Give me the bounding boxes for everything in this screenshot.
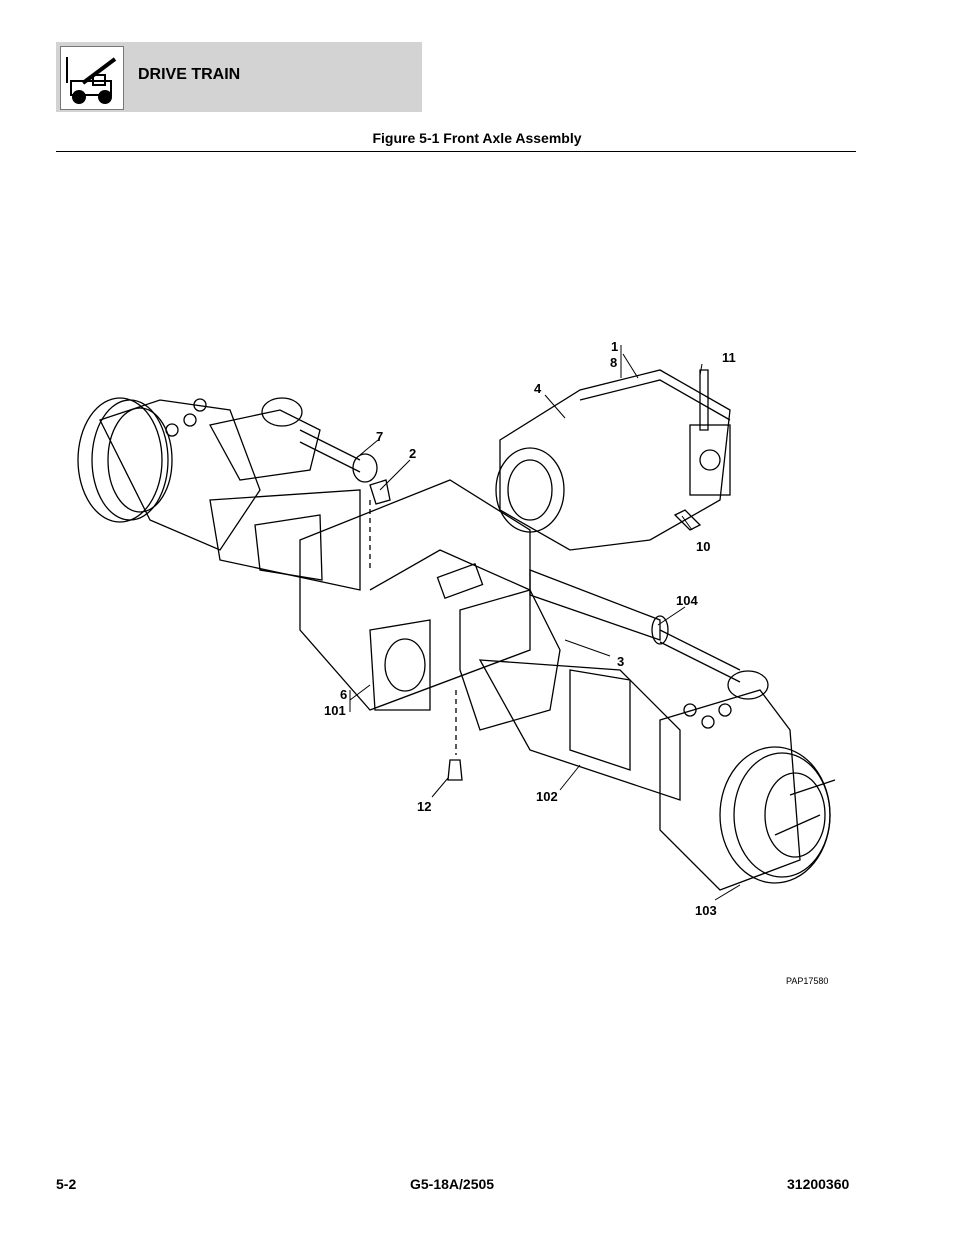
leader-lines — [349, 345, 741, 901]
callout-10: 10 — [696, 539, 711, 554]
callout-8: 8 — [610, 355, 618, 370]
drive-shaft — [529, 569, 769, 700]
telehandler-icon — [60, 46, 124, 110]
callout-102: 102 — [536, 789, 558, 804]
callout-3: 3 — [617, 654, 625, 669]
page-number: 5-2 — [56, 1176, 77, 1192]
model-number: G5-18A/2505 — [410, 1176, 495, 1192]
right-wheel-hub — [659, 689, 836, 891]
header-rule — [56, 151, 856, 152]
figure-title: Figure 5-1 Front Axle Assembly — [372, 130, 582, 146]
callout-11: 11 — [722, 350, 736, 365]
drain-plug — [447, 759, 463, 781]
drive-motor — [495, 369, 731, 551]
front-axle-diagram — [77, 345, 836, 901]
document-number: 31200360 — [787, 1176, 850, 1192]
left-tie-rod — [209, 397, 378, 483]
callout-104: 104 — [676, 593, 698, 608]
callout-6: 6 — [340, 687, 348, 702]
left-axle-tube — [209, 489, 361, 591]
callout-103: 103 — [695, 903, 717, 918]
callout-7: 7 — [376, 429, 384, 444]
section-header: DRIVE TRAIN — [56, 42, 422, 112]
figure-code: PAP17580 — [786, 976, 829, 986]
differential-housing — [299, 479, 561, 731]
callout-12: 12 — [417, 799, 432, 814]
right-axle-tube — [478, 659, 681, 801]
callout-101: 101 — [324, 703, 346, 718]
section-title: DRIVE TRAIN — [138, 66, 241, 83]
callout-2: 2 — [409, 446, 417, 461]
left-wheel-hub — [77, 397, 261, 551]
elbow-fitting — [369, 479, 391, 505]
callout-4: 4 — [534, 381, 542, 396]
callout-1: 1 — [611, 339, 619, 354]
